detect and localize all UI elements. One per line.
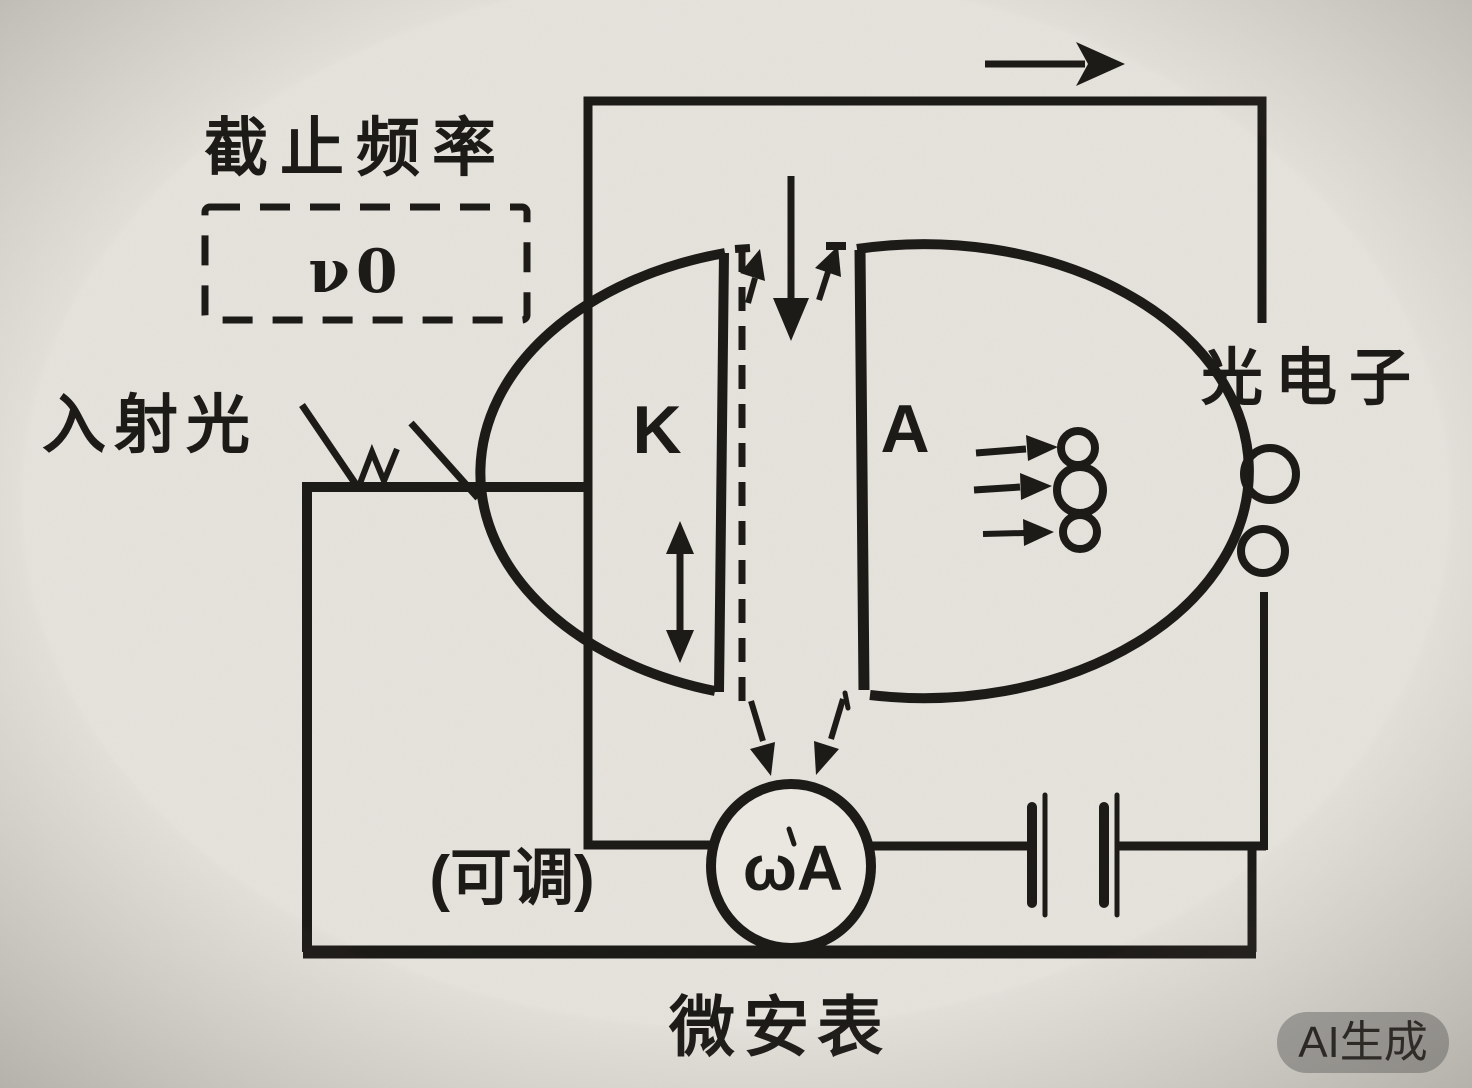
circuit-canvas: ωA 截止频率 ν0 入射光 K A 光电子 (可调) 微安表 AI生成 <box>0 0 1472 1088</box>
vignette-overlay <box>0 0 1472 1088</box>
photoelectric-circuit-diagram: ωA 截止频率 ν0 入射光 K A 光电子 (可调) 微安表 AI生成 <box>0 0 1472 1088</box>
